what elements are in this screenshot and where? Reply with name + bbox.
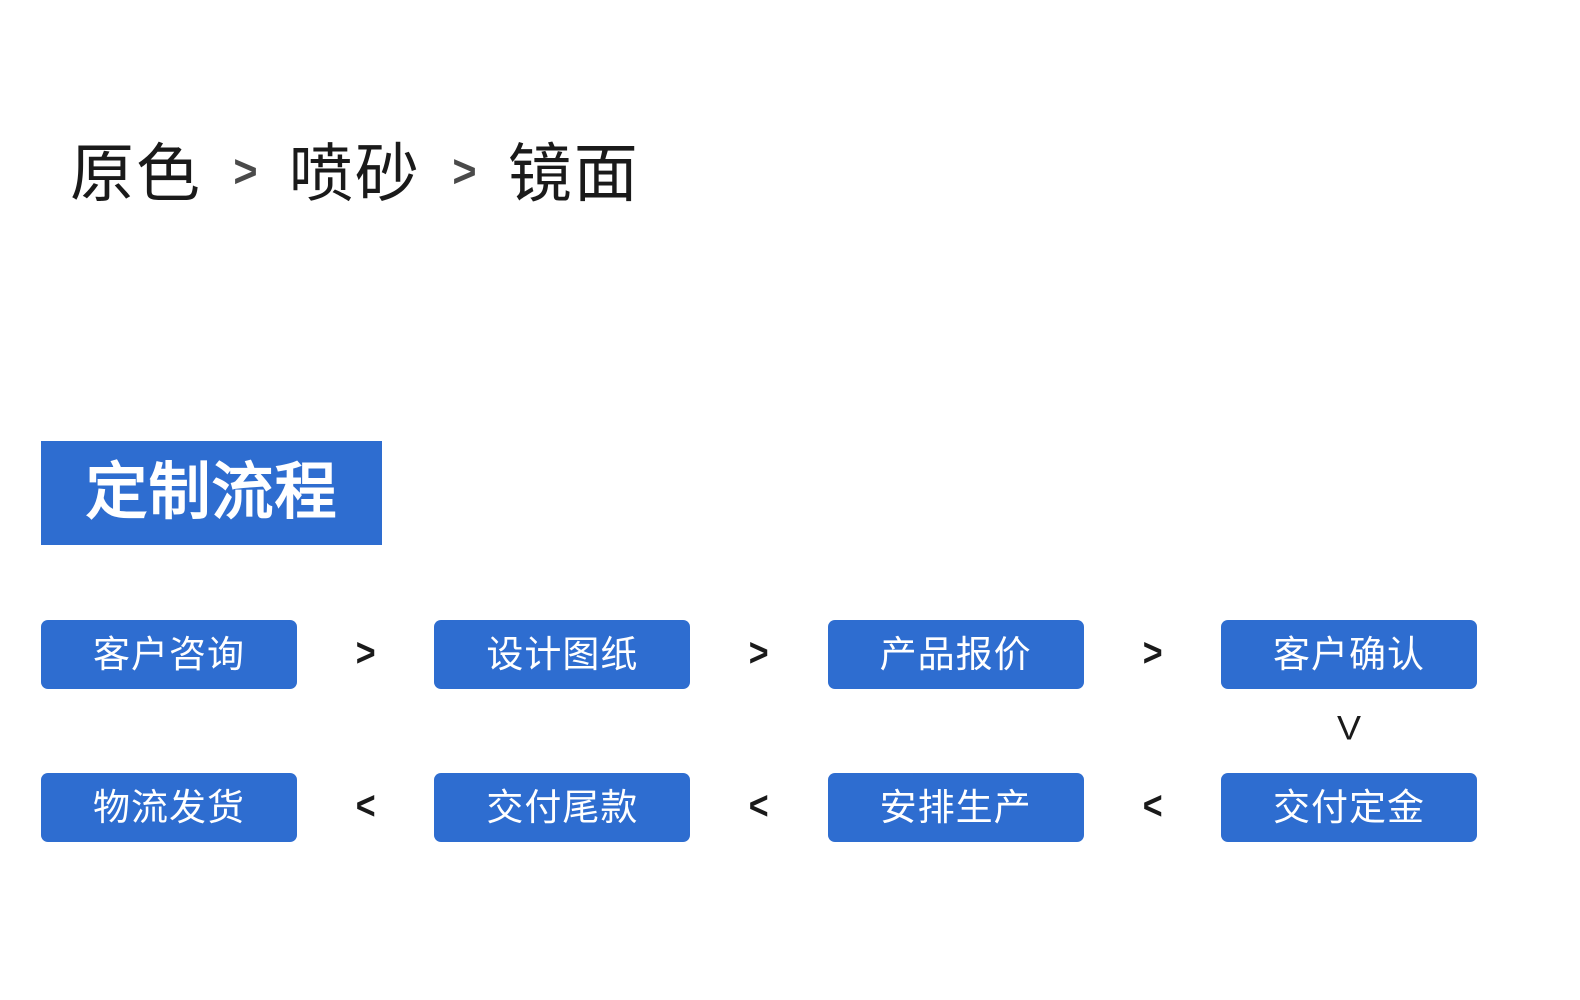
flow-step-customer-inquiry[interactable]: 客户咨询 (41, 620, 297, 689)
process-flow-row-1: 客户咨询 > 设计图纸 > 产品报价 > 客户确认 (41, 620, 1477, 689)
chevron-down-icon: V (1336, 708, 1361, 747)
flow-step-label: 交付定金 (1272, 787, 1425, 828)
flow-step-design-drawing[interactable]: 设计图纸 (434, 620, 691, 689)
flow-step-product-quotation[interactable]: 产品报价 (827, 620, 1084, 689)
chevron-right-icon: > (749, 630, 769, 675)
finish-option-yuanse[interactable]: 原色 (70, 138, 202, 210)
chevron-left-icon: < (749, 783, 769, 828)
flow-step-label: 安排生产 (879, 787, 1032, 828)
flow-step-arrange-production[interactable]: 安排生产 (827, 773, 1084, 842)
flow-step-deposit-payment[interactable]: 交付定金 (1220, 773, 1477, 842)
flow-step-logistics-shipment[interactable]: 物流发货 (41, 773, 297, 842)
process-flow-row-2: 物流发货 < 交付尾款 < 安排生产 < 交付定金 (41, 773, 1477, 842)
chevron-right-icon: > (355, 630, 376, 675)
flow-step-label: 设计图纸 (486, 634, 639, 675)
section-title-badge: 定制流程 (41, 441, 382, 545)
flow-step-label: 产品报价 (879, 634, 1032, 675)
finish-option-pensha[interactable]: 喷砂 (288, 138, 421, 210)
flow-step-label: 交付尾款 (486, 787, 639, 828)
flow-step-final-payment[interactable]: 交付尾款 (434, 773, 691, 842)
chevron-left-icon: < (355, 783, 376, 828)
flow-step-label: 客户确认 (1272, 634, 1425, 675)
flow-step-label: 物流发货 (93, 787, 245, 828)
flow-step-customer-confirmation[interactable]: 客户确认 (1220, 620, 1477, 689)
chevron-right-icon: > (452, 145, 477, 197)
flow-step-label: 客户咨询 (93, 634, 245, 675)
finish-option-jingmian[interactable]: 镜面 (507, 138, 640, 210)
chevron-right-icon: > (233, 145, 258, 197)
finish-options-row: 原色 > 喷砂 > 镜面 (70, 128, 640, 220)
flow-connector-down: V (1221, 697, 1477, 759)
chevron-left-icon: < (1142, 783, 1163, 828)
chevron-right-icon: > (1142, 630, 1163, 675)
section-title-label: 定制流程 (85, 458, 338, 527)
